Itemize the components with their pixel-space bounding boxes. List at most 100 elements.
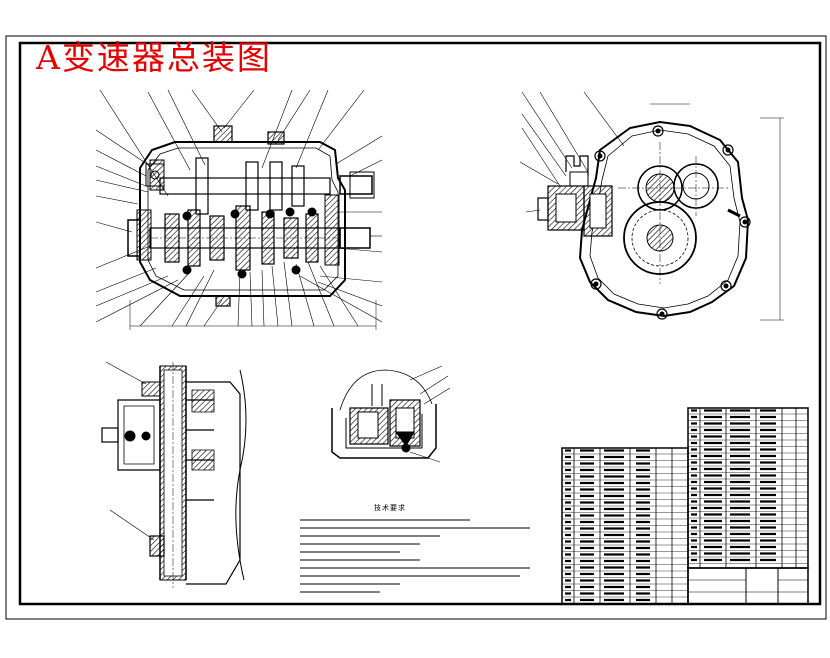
parts-list-table bbox=[561, 407, 809, 605]
table-cell-text bbox=[691, 454, 697, 458]
table-cell-text bbox=[691, 532, 697, 536]
table-cell-text bbox=[760, 474, 776, 477]
outer-border bbox=[5, 35, 827, 620]
table-cell-text bbox=[636, 514, 650, 517]
table-cell-text bbox=[730, 506, 750, 510]
table-cell-text bbox=[580, 481, 594, 485]
table-cell-text bbox=[704, 428, 722, 432]
table-cell-text bbox=[704, 454, 722, 458]
table-cell-text bbox=[604, 585, 624, 589]
table-cell-text bbox=[580, 507, 594, 511]
table-cell-text bbox=[704, 519, 722, 523]
table-cell-text bbox=[565, 481, 571, 485]
table-cell-text bbox=[730, 532, 750, 536]
technical-notes-lines bbox=[300, 519, 530, 593]
table-cell-text bbox=[730, 487, 750, 490]
table-cell-text bbox=[760, 409, 776, 412]
technical-requirements-heading: 技术要求 bbox=[374, 504, 406, 512]
table-cell-text bbox=[691, 448, 697, 451]
table-cell-text bbox=[691, 506, 697, 510]
table-cell-text bbox=[636, 494, 650, 498]
table-cell-text bbox=[636, 501, 650, 504]
table-cell-text bbox=[730, 513, 750, 516]
table-cell-text bbox=[730, 545, 750, 549]
table-cell-text bbox=[580, 566, 594, 569]
table-cell-text bbox=[636, 579, 650, 582]
detail-view-bearing bbox=[331, 365, 451, 463]
table-cell-text bbox=[730, 454, 750, 458]
table-cell-text bbox=[730, 526, 750, 529]
table-cell-text bbox=[565, 553, 571, 556]
table-cell-text bbox=[580, 533, 594, 537]
table-cell-text bbox=[730, 448, 750, 451]
table-cell-text bbox=[704, 448, 722, 451]
table-cell-text bbox=[565, 449, 571, 452]
table-cell-text bbox=[604, 462, 624, 465]
table-cell-text bbox=[704, 467, 722, 471]
table-cell-text bbox=[691, 545, 697, 549]
table-cell-text bbox=[691, 519, 697, 523]
table-cell-text bbox=[730, 409, 750, 412]
table-cell-text bbox=[636, 585, 650, 589]
table-cell-text bbox=[730, 428, 750, 432]
table-cell-text bbox=[704, 461, 722, 464]
table-cell-text bbox=[565, 598, 571, 602]
table-cell-text bbox=[730, 480, 750, 484]
table-cell-text bbox=[565, 579, 571, 582]
parts-list-cell-marks bbox=[565, 409, 776, 602]
table-cell-text bbox=[636, 572, 650, 576]
table-cell-text bbox=[704, 552, 722, 555]
table-cell-text bbox=[604, 566, 624, 569]
table-cell-text bbox=[636, 507, 650, 511]
table-cell-text bbox=[691, 435, 697, 438]
table-cell-text bbox=[604, 540, 624, 543]
table-cell-text bbox=[565, 507, 571, 511]
table-cell-text bbox=[604, 520, 624, 524]
table-cell-text bbox=[760, 526, 776, 529]
table-cell-text bbox=[580, 455, 594, 459]
table-cell-text bbox=[636, 540, 650, 543]
table-cell-text bbox=[760, 552, 776, 555]
table-cell-text bbox=[760, 545, 776, 549]
table-cell-text bbox=[730, 552, 750, 555]
table-cell-text bbox=[565, 468, 571, 472]
table-cell-text bbox=[580, 546, 594, 550]
table-cell-text bbox=[636, 533, 650, 537]
table-cell-text bbox=[565, 455, 571, 459]
table-cell-text bbox=[580, 449, 594, 452]
table-cell-text bbox=[760, 454, 776, 458]
table-cell-text bbox=[636, 546, 650, 550]
table-cell-text bbox=[704, 487, 722, 490]
table-cell-text bbox=[604, 449, 624, 452]
table-cell-text bbox=[604, 501, 624, 504]
table-cell-text bbox=[704, 422, 722, 425]
table-cell-text bbox=[565, 514, 571, 517]
table-cell-text bbox=[580, 488, 594, 491]
table-cell-text bbox=[604, 559, 624, 563]
table-cell-text bbox=[691, 526, 697, 529]
table-cell-text bbox=[580, 527, 594, 530]
table-cell-text bbox=[760, 480, 776, 484]
side-view bbox=[537, 103, 784, 321]
table-cell-text bbox=[604, 514, 624, 517]
table-cell-text bbox=[565, 592, 571, 595]
table-cell-text bbox=[760, 448, 776, 451]
table-cell-text bbox=[760, 467, 776, 471]
table-cell-text bbox=[760, 415, 776, 419]
table-cell-text bbox=[760, 461, 776, 464]
table-cell-text bbox=[604, 553, 624, 556]
table-cell-text bbox=[704, 441, 722, 445]
table-cell-text bbox=[691, 441, 697, 445]
table-cell-text bbox=[565, 520, 571, 524]
table-cell-text bbox=[636, 468, 650, 472]
table-cell-text bbox=[704, 513, 722, 516]
table-cell-text bbox=[604, 455, 624, 459]
table-cell-text bbox=[691, 500, 697, 503]
table-cell-text bbox=[580, 579, 594, 582]
table-cell-text bbox=[580, 494, 594, 498]
table-cell-text bbox=[604, 592, 624, 595]
table-cell-text bbox=[760, 506, 776, 510]
table-cell-text bbox=[730, 435, 750, 438]
